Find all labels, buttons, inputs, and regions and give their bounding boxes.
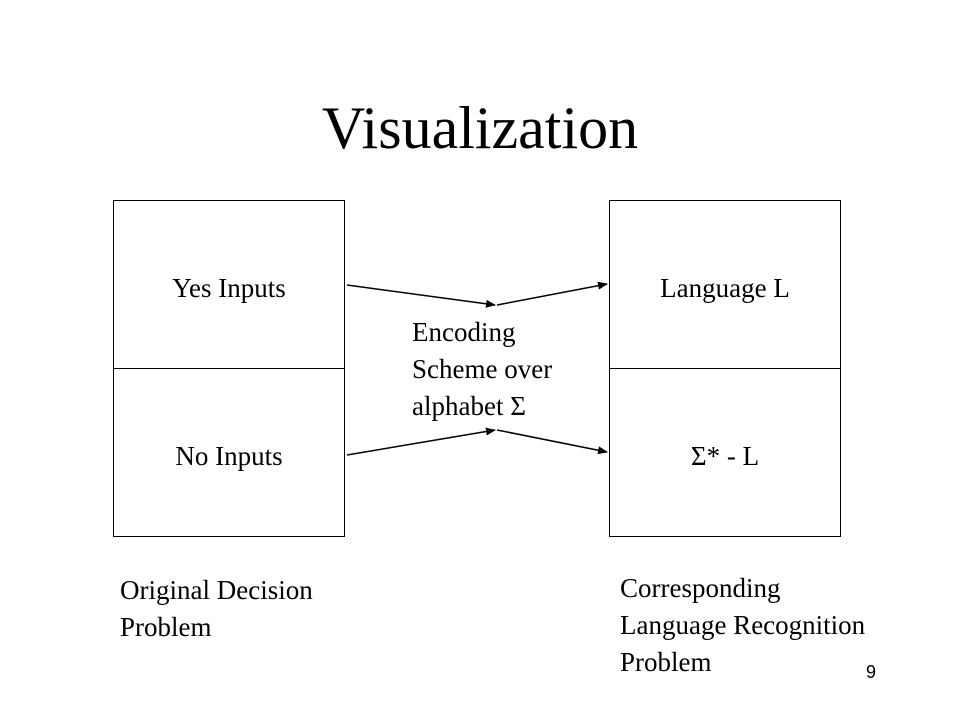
yes-to-encoding-arrow	[346, 284, 496, 308]
no-inputs-label: No Inputs	[175, 441, 283, 471]
original-problem-caption: Original Decision Problem	[120, 572, 313, 646]
original-problem-box: Yes Inputs No Inputs	[113, 200, 345, 537]
yes-inputs-label: Yes Inputs	[172, 273, 286, 303]
complement-label: Σ* - L	[690, 441, 760, 471]
left-box-divider	[114, 368, 344, 369]
encoding-to-language-arrow	[496, 281, 608, 306]
right-caption-line-1: Corresponding	[620, 573, 781, 603]
left-caption-line-1: Original Decision	[120, 575, 313, 605]
language-l-label: Language L	[660, 273, 790, 303]
no-to-encoding-arrow	[346, 427, 496, 456]
page-number: 9	[866, 662, 877, 682]
slide-title: Visualization	[321, 95, 639, 161]
encoding-line-1: Encoding	[412, 317, 516, 347]
encoding-line-3: alphabet Σ	[412, 391, 526, 421]
left-caption-line-2: Problem	[120, 612, 212, 642]
right-box-divider	[610, 368, 840, 369]
right-caption-line-3: Problem	[620, 647, 712, 677]
encoding-line-2: Scheme over	[412, 354, 553, 384]
encoding-scheme-text: Encoding Scheme over alphabet Σ	[412, 314, 552, 425]
encoding-to-complement-arrow	[496, 429, 608, 455]
language-recognition-caption: Corresponding Language Recognition Probl…	[620, 570, 865, 681]
language-box: Language L Σ* - L	[609, 200, 841, 537]
right-caption-line-2: Language Recognition	[620, 610, 866, 640]
